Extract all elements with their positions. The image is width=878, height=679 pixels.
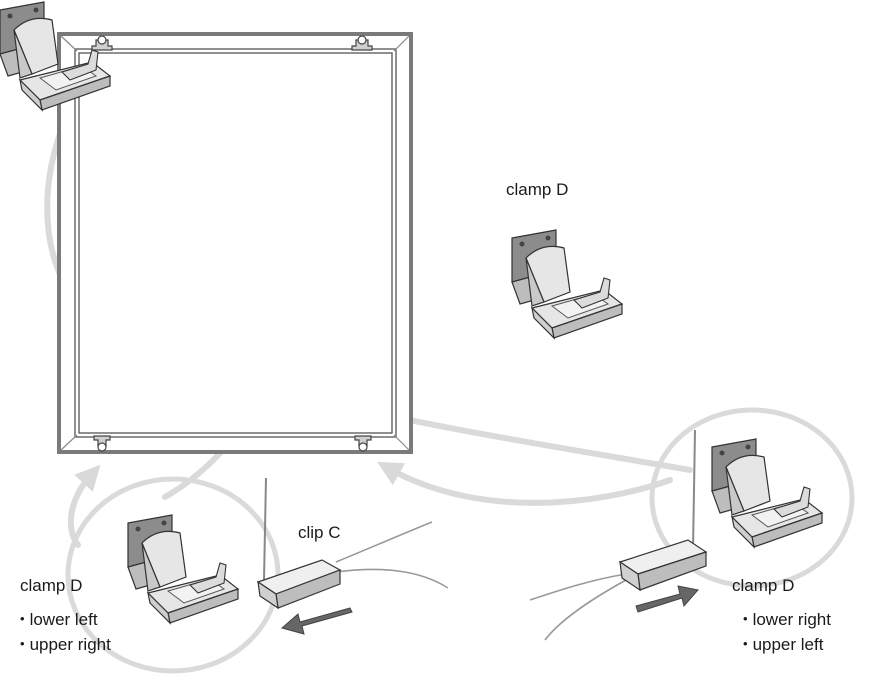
list-item: lower right xyxy=(743,608,831,633)
clamp-d-left-label: clamp D xyxy=(20,576,83,595)
clip-c-label: clip C xyxy=(298,523,341,542)
right-group-circle xyxy=(649,407,855,589)
clip-c-left xyxy=(256,477,449,610)
frame xyxy=(57,32,413,454)
list-item: upper left xyxy=(743,633,831,658)
arrow-to-lower-left xyxy=(67,464,101,548)
clamp-d-left xyxy=(127,514,239,624)
push-arrow-right-icon xyxy=(635,585,699,613)
push-arrow-left-icon xyxy=(280,607,353,635)
list-item: lower left xyxy=(20,608,111,633)
mount-hole-icon-upper-left xyxy=(91,35,113,51)
arrow-to-lower-right xyxy=(377,461,673,506)
clamp-d-top-label: clamp D xyxy=(506,180,569,199)
clamp-shape xyxy=(0,1,112,112)
clamp-d-right xyxy=(711,438,823,548)
mounting-holes xyxy=(91,35,373,452)
list-item: upper right xyxy=(20,633,111,658)
clamp-d-right-label: clamp D xyxy=(732,576,795,595)
clamp-d-top xyxy=(511,229,623,339)
right-positions-list: lower right upper left xyxy=(743,608,831,658)
mount-hole-icon-lower-left xyxy=(93,435,111,452)
left-positions-list: lower left upper right xyxy=(20,608,111,658)
mount-hole-icon-upper-right xyxy=(351,35,373,51)
mount-hole-icon-lower-right xyxy=(354,435,372,452)
clip-c-right xyxy=(529,429,708,641)
